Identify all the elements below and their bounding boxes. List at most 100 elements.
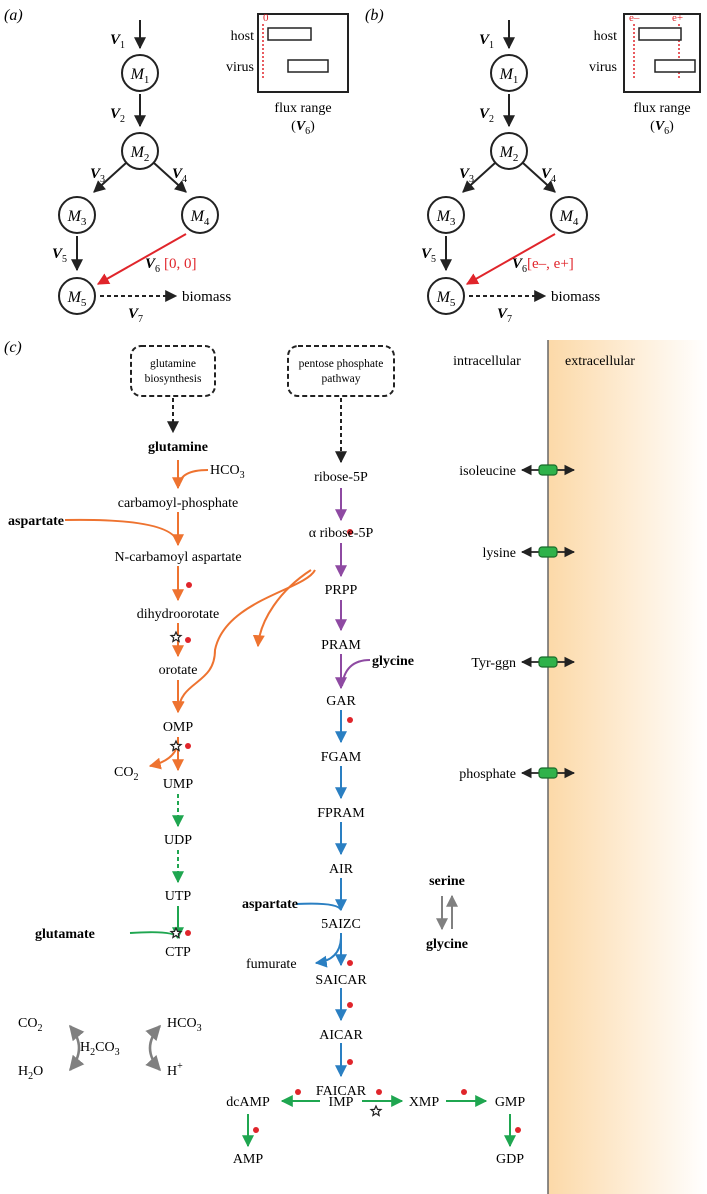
flux-v5-label: V5 (52, 246, 67, 265)
panel-a-label: (a) (4, 7, 23, 24)
glutamine-label: glutamine (148, 440, 208, 455)
edge-v4 (153, 162, 187, 193)
node-m3 (58, 196, 96, 234)
fgam-label: FGAM (321, 750, 362, 765)
edge-v3 (93, 162, 127, 193)
pentose-phosphate-box (287, 345, 395, 397)
glutamine-biosynthesis-line1: glutamine (150, 358, 196, 370)
aspartate-purine-label: aspartate (242, 897, 298, 912)
aspartate-label: aspartate (8, 514, 64, 529)
alpha-ribose-5p-label: α ribose-5P (309, 526, 374, 541)
flux-v4-label: V4 (172, 166, 187, 185)
intracellular-label: intracellular (453, 354, 521, 369)
fpram-label: FPRAM (317, 806, 365, 821)
star-icon (169, 739, 183, 752)
virus-range-bar (287, 59, 329, 73)
edge-v6 (96, 233, 187, 285)
amp-label: AMP (233, 1152, 264, 1167)
transporter-phosphate (520, 767, 576, 779)
transporter-isoleucine (520, 464, 576, 476)
dcamp-label: dcAMP (226, 1095, 270, 1110)
pentose-phosphate-line2: pathway (322, 373, 361, 385)
flux-v5-label: V5 (421, 246, 436, 265)
bicarbonate-equilibrium: CO2 H2O H2CO3 HCO3 H+ (18, 1016, 202, 1082)
node-m3-label: M3 (67, 208, 87, 228)
node-m4-label: M4 (190, 208, 210, 228)
phosphate-label: phosphate (459, 767, 516, 782)
flux-v1-label: V1 (110, 32, 125, 51)
node-m1-label: M1 (130, 66, 150, 86)
panel-c: (c) intracellular extracellular glutamin… (4, 339, 707, 1194)
tyr-ggn-label: Tyr-ggn (471, 656, 516, 671)
n-carbamoyl-aspartate-label: N-carbamoyl aspartate (114, 550, 241, 565)
xmp-label: XMP (409, 1095, 440, 1110)
transporter-tyr-ggn (520, 656, 576, 668)
flux-v4-label: V4 (541, 166, 556, 185)
biomass-label: biomass (551, 289, 600, 305)
gmp-label: GMP (495, 1095, 526, 1110)
virus-label: virus (226, 60, 254, 75)
pentose-phosphate-line1: pentose phosphate (299, 358, 384, 370)
host-label: host (594, 29, 617, 44)
udp-label: UDP (164, 833, 192, 848)
host-label: host (231, 29, 254, 44)
host-range-bar (267, 27, 312, 41)
aicar-label: AICAR (319, 1028, 363, 1043)
biomass-label: biomass (182, 289, 231, 305)
prpp-label: PRPP (325, 583, 358, 598)
node-m4 (550, 196, 588, 234)
nucleotide-phosphorylation-edges (129, 794, 184, 940)
transporter-lysine (520, 546, 576, 558)
flux-range-zero: 0 (263, 12, 269, 24)
flux-range-caption-v6: (V6) (650, 119, 674, 137)
e-minus-label: e– (629, 12, 640, 24)
node-m1 (121, 54, 159, 92)
hco3-label: HCO3 (210, 463, 245, 481)
node-m5 (427, 277, 465, 315)
flux-v3-label: V3 (459, 166, 474, 185)
node-m1 (490, 54, 528, 92)
star-icon (169, 926, 183, 939)
node-m5-label: M5 (67, 289, 87, 309)
ribose-5p-label: ribose-5P (314, 470, 368, 485)
h2o-label: H2O (18, 1064, 43, 1082)
host-range-bar (638, 27, 682, 41)
node-m2 (121, 132, 159, 170)
node-m5 (58, 277, 96, 315)
glutamine-biosynthesis-line2: biosynthesis (145, 373, 202, 385)
star-icon (169, 630, 183, 643)
imp-label: IMP (329, 1095, 354, 1110)
node-m5-label: M5 (436, 289, 456, 309)
flux-range-caption: flux range (274, 101, 331, 116)
isoleucine-label: isoleucine (459, 464, 516, 479)
saicar-label: SAICAR (315, 973, 367, 988)
node-m4-label: M4 (559, 208, 579, 228)
co2-label: CO2 (114, 765, 138, 783)
edge-v3 (462, 162, 496, 193)
flux-range-box (623, 13, 701, 93)
glycine-exchange-label: glycine (426, 937, 468, 952)
ctp-label: CTP (165, 945, 191, 960)
flux-v7-label: V7 (497, 306, 512, 325)
panel-a: (a) M1 M2 M3 M4 M5 V1 V2 V3 V4 V5 V6[0, … (4, 7, 349, 325)
serine-glycine-exchange: serine glycine (426, 874, 468, 952)
5aizc-label: 5AIZC (321, 917, 361, 932)
extracellular-label: extracellular (565, 354, 635, 369)
flux-v3-label: V3 (90, 166, 105, 185)
flux-v6-label: V6[0, 0] (145, 256, 197, 275)
panel-b-label: (b) (365, 7, 384, 24)
purine-late-edges (295, 710, 347, 1078)
flux-v2-label: V2 (110, 106, 125, 125)
flux-range-box (257, 13, 349, 93)
utp-label: UTP (165, 889, 192, 904)
carbamoyl-phosphate-label: carbamoyl-phosphate (118, 496, 239, 511)
ump-label: UMP (163, 777, 194, 792)
lysine-label: lysine (483, 546, 516, 561)
h2co3-label: H2CO3 (80, 1040, 120, 1058)
serine-label: serine (429, 874, 465, 889)
transporters: isoleucine lysine Tyr-ggn phosphate (459, 464, 576, 782)
flux-v6-label: V6[e–, e+] (512, 256, 574, 275)
hco3-eq-label: HCO3 (167, 1016, 202, 1034)
